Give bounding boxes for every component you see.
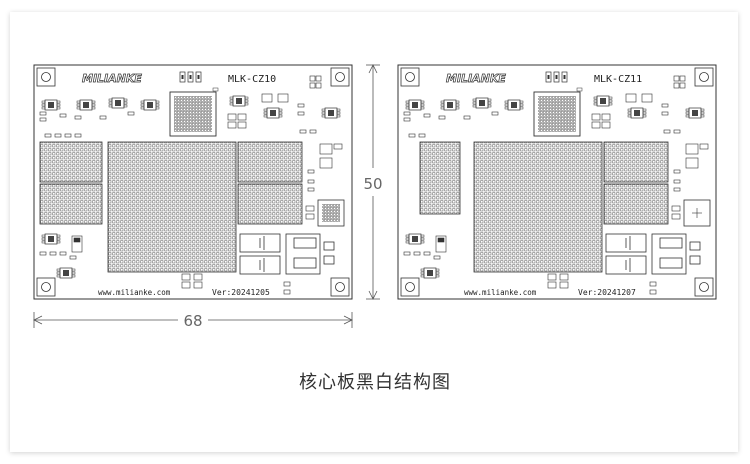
brand-logo: MILIANKE xyxy=(82,72,142,85)
board-cz11: MILIANKE MLK-CZ11 xyxy=(397,64,717,300)
width-label: 68 xyxy=(183,312,202,330)
main-processor xyxy=(169,87,219,137)
bottom-passives xyxy=(403,235,657,295)
width-dimension xyxy=(33,312,353,328)
figure-caption: 核心板黑白结构图 xyxy=(299,372,451,393)
bga-array xyxy=(107,141,237,273)
memory-chip xyxy=(419,141,461,215)
bga-array xyxy=(473,141,603,273)
board-version: Ver:20241207 xyxy=(578,288,636,297)
memory-chip xyxy=(237,183,303,225)
right-components xyxy=(305,143,345,227)
board-url: www.milianke.com xyxy=(464,288,537,297)
board-url: www.milianke.com xyxy=(98,288,171,297)
power-section xyxy=(239,233,335,275)
header-pins xyxy=(545,71,568,83)
right-components xyxy=(671,143,711,227)
memory-chip xyxy=(39,183,103,225)
board-model: MLK-CZ10 xyxy=(228,74,276,85)
memory-chip xyxy=(237,141,303,183)
board-model: MLK-CZ11 xyxy=(594,74,642,85)
header-pins xyxy=(179,71,202,83)
power-section xyxy=(605,233,701,275)
main-processor xyxy=(533,87,583,137)
memory-chip xyxy=(603,183,669,225)
passives xyxy=(403,93,681,138)
top-right-pads xyxy=(309,75,322,89)
board-version: Ver:20241205 xyxy=(212,288,270,297)
memory-chip xyxy=(603,141,669,183)
height-dimension xyxy=(366,64,380,300)
passives xyxy=(39,93,317,138)
bottom-passives xyxy=(39,235,291,295)
top-right-pads xyxy=(673,75,686,89)
memory-chip xyxy=(39,141,103,183)
brand-logo: MILIANKE xyxy=(446,72,506,85)
board-cz10: MILIANKE MLK-CZ10 xyxy=(33,64,353,300)
height-label: 50 xyxy=(363,175,382,193)
